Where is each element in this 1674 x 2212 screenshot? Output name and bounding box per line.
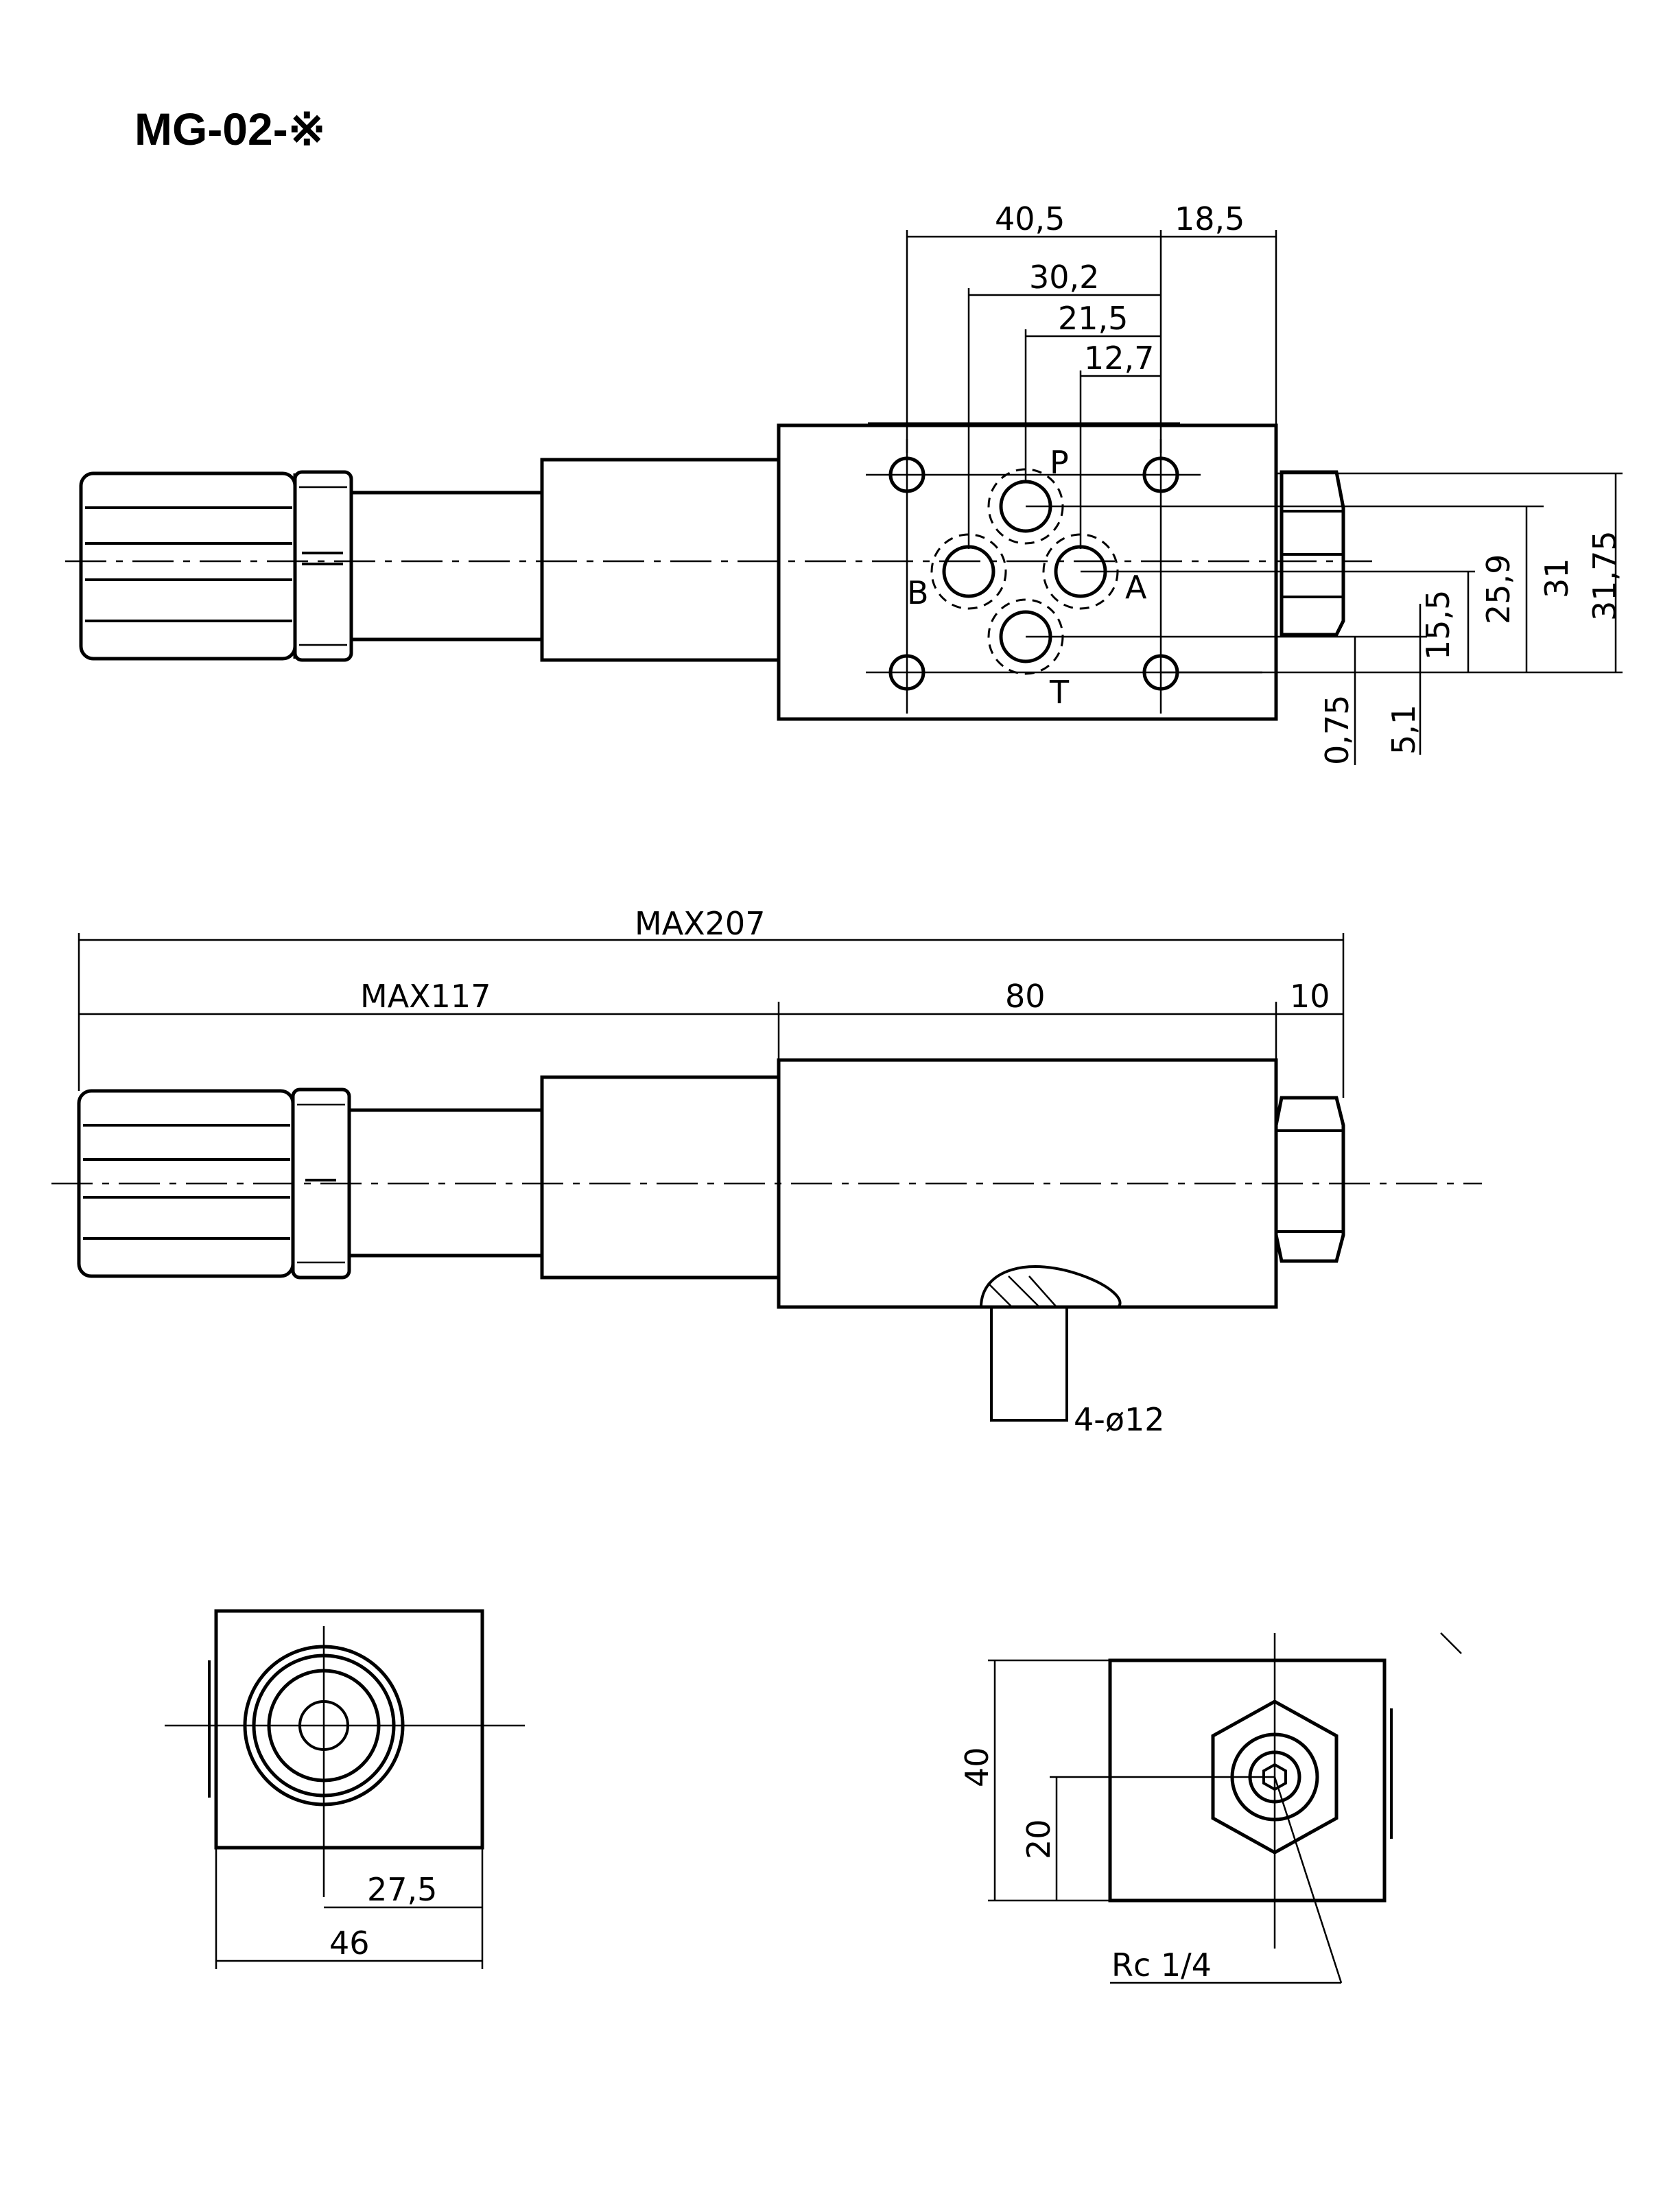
dim-holes: 4-ø12 bbox=[1074, 1401, 1165, 1438]
dim-15-5: 15,5 bbox=[1419, 590, 1457, 660]
dim-max207: MAX207 bbox=[635, 905, 765, 942]
mounting-holes bbox=[866, 439, 1262, 714]
port-p-label: P bbox=[1050, 444, 1069, 481]
port-t-label: T bbox=[1049, 674, 1070, 711]
dim-31-75: 31,75 bbox=[1586, 530, 1623, 621]
dim-20: 20 bbox=[1020, 1819, 1057, 1859]
scan-mark bbox=[1440, 1632, 1462, 1654]
top-horizontal-dims: 40,5 18,5 30,2 21,5 12,7 bbox=[906, 200, 1277, 549]
dim-18-5: 18,5 bbox=[1175, 200, 1245, 237]
rear-dims: 40 20 Rc 1/4 bbox=[958, 1659, 1275, 1984]
dim-31: 31 bbox=[1538, 558, 1575, 598]
dim-25-9: 25,9 bbox=[1480, 554, 1517, 624]
dim-27-5: 27,5 bbox=[367, 1871, 437, 1908]
side-view: MAX207 MAX117 80 10 4-ø12 bbox=[51, 905, 1482, 1438]
top-vertical-dims: 15,5 25,9 31 31,75 0,75 5,1 bbox=[1319, 473, 1623, 765]
front-dims: 27,5 46 bbox=[215, 1848, 484, 1969]
side-body bbox=[349, 1058, 1345, 1422]
dim-40: 40 bbox=[958, 1747, 995, 1787]
dim-21-5: 21,5 bbox=[1058, 300, 1128, 337]
top-view: P B A T bbox=[65, 200, 1623, 765]
dim-46: 46 bbox=[329, 1925, 370, 1962]
dim-40-5: 40,5 bbox=[995, 200, 1065, 237]
dim-80: 80 bbox=[1005, 978, 1046, 1015]
drawing-title: MG-02-※ bbox=[134, 104, 326, 154]
port-b-label: B bbox=[907, 574, 929, 611]
port-p: P bbox=[987, 444, 1069, 545]
dim-rc-thread: Rc 1/4 bbox=[1111, 1946, 1212, 1984]
dim-max117: MAX117 bbox=[360, 978, 491, 1015]
port-b: B bbox=[907, 533, 1007, 611]
dim-5-1: 5,1 bbox=[1385, 705, 1422, 755]
dim-0-75: 0,75 bbox=[1319, 695, 1356, 765]
dim-30-2: 30,2 bbox=[1029, 259, 1099, 296]
rear-view: 40 20 Rc 1/4 bbox=[958, 1633, 1393, 1984]
port-a-label: A bbox=[1125, 569, 1147, 606]
port-t: T bbox=[987, 598, 1070, 711]
front-view: 27,5 46 bbox=[165, 1609, 525, 1969]
top-body bbox=[351, 422, 1345, 721]
dim-10: 10 bbox=[1290, 978, 1330, 1015]
top-knob bbox=[79, 470, 353, 662]
dim-12-7: 12,7 bbox=[1084, 340, 1154, 377]
side-dims: MAX207 MAX117 80 10 4-ø12 bbox=[78, 905, 1345, 1438]
